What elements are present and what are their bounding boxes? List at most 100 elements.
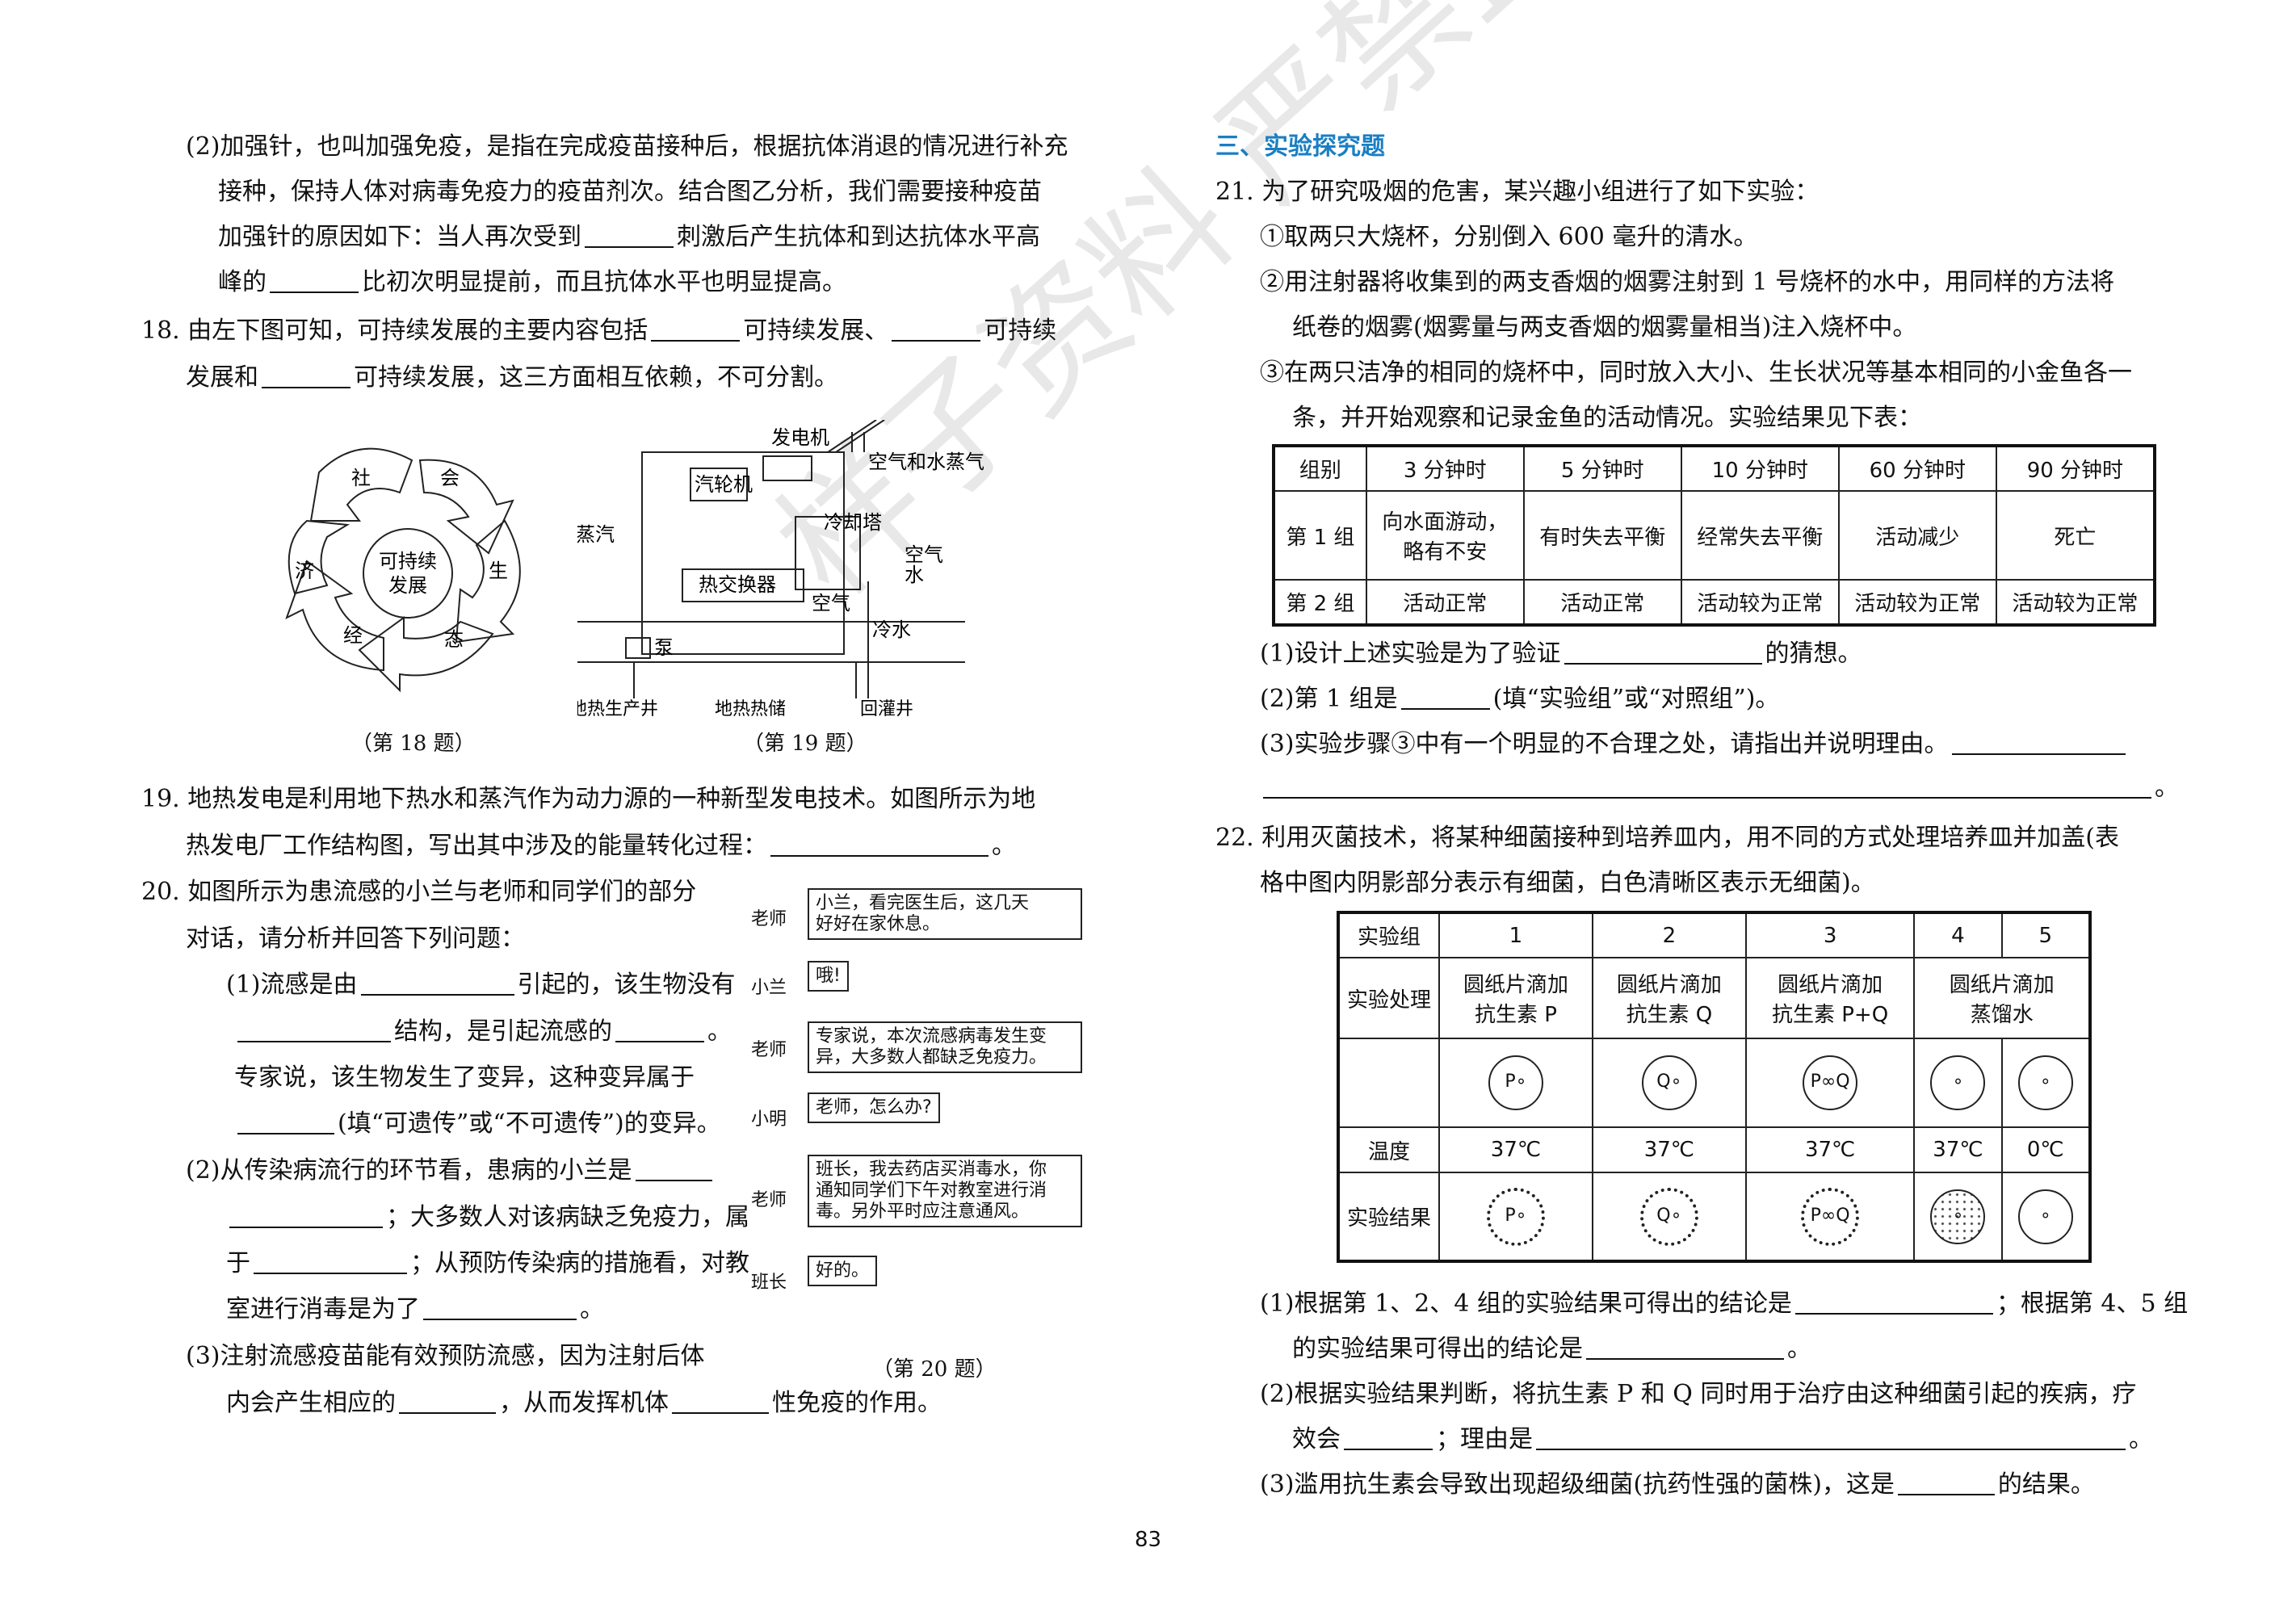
answer-blank[interactable] [1897,1470,1995,1495]
q20-text: 引起的，该生物没有 [517,971,736,999]
turbine-box [690,468,748,501]
q21-step2a: ②用注射器将收集到的两支香烟的烟雾注射到 1 号烧杯的水中，用同样的方法将 [1260,268,2115,296]
answer-blank[interactable] [1564,639,1762,665]
fig19-pump: 泵 [654,636,674,659]
q21-3: (3)实验步骤③中有一个明显的不合理之处，请指出并说明理由。 [1260,728,2129,761]
table-cell [1337,1038,1440,1128]
pipe-loop [641,451,845,655]
arrow-segment [285,560,384,672]
q20-2-line4: 室进行消毒是为了。 [226,1294,604,1326]
petri-dish-result: P∘ [1486,1187,1545,1246]
q22-line2: 格中图内阴影部分表示有细菌，白色清晰区表示无细菌)。 [1260,869,1875,897]
fig19-storage: 地热热储 [715,699,786,719]
answer-blank[interactable] [1586,1334,1784,1360]
answer-blank[interactable] [892,316,981,342]
table-cell: 圆纸片滴加 蒸馏水 [1913,957,2091,1039]
answer-blank[interactable] [270,267,359,293]
answer-blank[interactable] [672,1388,769,1414]
center-circle [363,528,453,619]
dish-mark: P∘ [1505,1072,1527,1092]
answer-blank[interactable] [399,1388,496,1414]
table-cell: 5 [2000,912,2092,958]
cooling-tower [795,516,861,590]
q22-text: 的实验结果可得出的结论是 [1292,1335,1583,1363]
table-cell: 圆纸片滴加 抗生素 P [1438,957,1593,1039]
answer-blank[interactable] [237,1109,334,1134]
fig19-water: 水 [905,564,924,586]
answer-blank[interactable] [423,1294,577,1320]
answer-blank[interactable] [1951,729,2126,755]
q18-text: 可持续发展、 [743,317,889,345]
fig18-jing: 经 [343,624,363,647]
arrow-segment [309,447,413,522]
dialog-speaker: 小兰 [751,978,787,998]
answer-blank[interactable] [1536,1424,2126,1450]
answer-blank[interactable] [651,316,741,342]
table-cell: 向水面游动， 略有不安 [1365,490,1525,581]
q20-text: ；大多数人对该病缺乏免疫力，属 [386,1203,749,1231]
answer-blank[interactable] [254,1248,407,1274]
q17-2-text: 峰的 [218,268,267,296]
answer-blank[interactable] [615,1017,704,1042]
dialog-speaker: 老师 [751,1190,787,1210]
q21-text: (3)实验步骤③中有一个明显的不合理之处，请指出并说明理由。 [1260,730,1949,758]
answer-blank[interactable] [770,831,988,857]
petri-dish: ∘ [2017,1055,2073,1110]
q20-text: ，从而发挥机体 [499,1389,669,1417]
q21-line1: 21. 为了研究吸烟的危害，某兴趣小组进行了如下实验： [1215,178,1820,206]
heat-exchanger [682,568,804,602]
arrow-segment [418,459,514,555]
dialog-bubble: 老师，怎么办? [808,1092,940,1123]
arrow-segment [358,616,494,693]
table-cell: Q∘ [1591,1038,1747,1128]
answer-blank[interactable] [1400,684,1490,710]
q22-1-line2: 的实验结果可得出的结论是。 [1292,1333,1811,1365]
table-cell: ∘ [1913,1038,2003,1128]
table-cell: 5 分钟时 [1522,445,1682,492]
dish-mark: ∘ [1952,1072,1964,1092]
q22-text: 的结果。 [1997,1470,2095,1499]
answer-blank[interactable] [360,970,514,996]
table-cell: 温度 [1337,1126,1440,1173]
table-cell: 3 [1744,912,1916,958]
fig20-caption: （第 20 题） [872,1357,997,1382]
table-q21: 组别 3 分钟时 5 分钟时 10 分钟时 60 分钟时 90 分钟时 第 1 … [1272,444,2156,627]
q17-2-text: 刺激后产生抗体和到达抗体水平高 [677,223,1040,251]
answer-blank[interactable] [635,1155,712,1181]
q20-text: 性免疫的作用。 [772,1389,942,1417]
fig19-geothermal-diagram: 发电机 空气和水蒸气 汽轮机 有机蒸汽 冷却塔 空气 水 热交换器 空气 冷水 … [577,420,984,719]
q18-line1: 18. 由左下图可知，可持续发展的主要内容包括可持续发展、可持续 [141,315,1056,347]
q17-2-text: 比初次明显提前，而且抗体水平也明显提高。 [362,268,846,296]
answer-blank[interactable] [229,1202,383,1228]
answer-blank[interactable] [585,222,674,248]
dish-mark: P∘ [1505,1205,1527,1226]
q22-text: 效会 [1292,1425,1341,1453]
fig19-air1: 空气 [905,543,943,566]
petri-dish: P∞Q [1803,1055,1858,1110]
q18-text: 可持续 [984,317,1057,345]
answer-blank[interactable] [1344,1424,1433,1450]
answer-blank[interactable] [1794,1289,1993,1315]
answer-blank[interactable] [1263,773,2151,799]
q21-step2b: 纸卷的烟雾(烟雾量与两支香烟的烟雾量相当)注入烧杯中。 [1292,313,1917,342]
dish-mark: ∘ [2039,1072,2051,1092]
table-cell: P∞Q [1744,1172,1916,1262]
q22-1-line1: (1)根据第 1、2、4 组的实验结果可得出的结论是；根据第 4、5 组 [1260,1288,2188,1320]
dialog-speaker: 小明 [751,1109,787,1130]
q17-2-text: 加强针的原因如下：当人再次受到 [218,223,581,251]
dialog-bubble: 小兰，看完医生后，这几天 好好在家休息。 [808,888,1082,940]
answer-blank[interactable] [237,1017,391,1042]
petri-dish: P∘ [1488,1055,1543,1110]
q20-text: ；从预防传染病的措施看，对教 [410,1249,749,1277]
arrow-segment [455,519,521,644]
petri-dish-result: Q∘ [1639,1187,1698,1246]
table-cell: 4 [1913,912,2003,958]
fig19-well1: 地热生产井 [577,699,658,719]
table-cell: P∘ [1438,1038,1593,1128]
table-cell: 活动减少 [1837,490,1997,581]
fig19-cold-water: 冷水 [872,619,911,641]
fig18-center: 可持续 [379,550,437,572]
answer-blank[interactable] [262,363,350,388]
generator-box [762,455,812,481]
fig19-cooling: 冷却塔 [824,511,882,534]
